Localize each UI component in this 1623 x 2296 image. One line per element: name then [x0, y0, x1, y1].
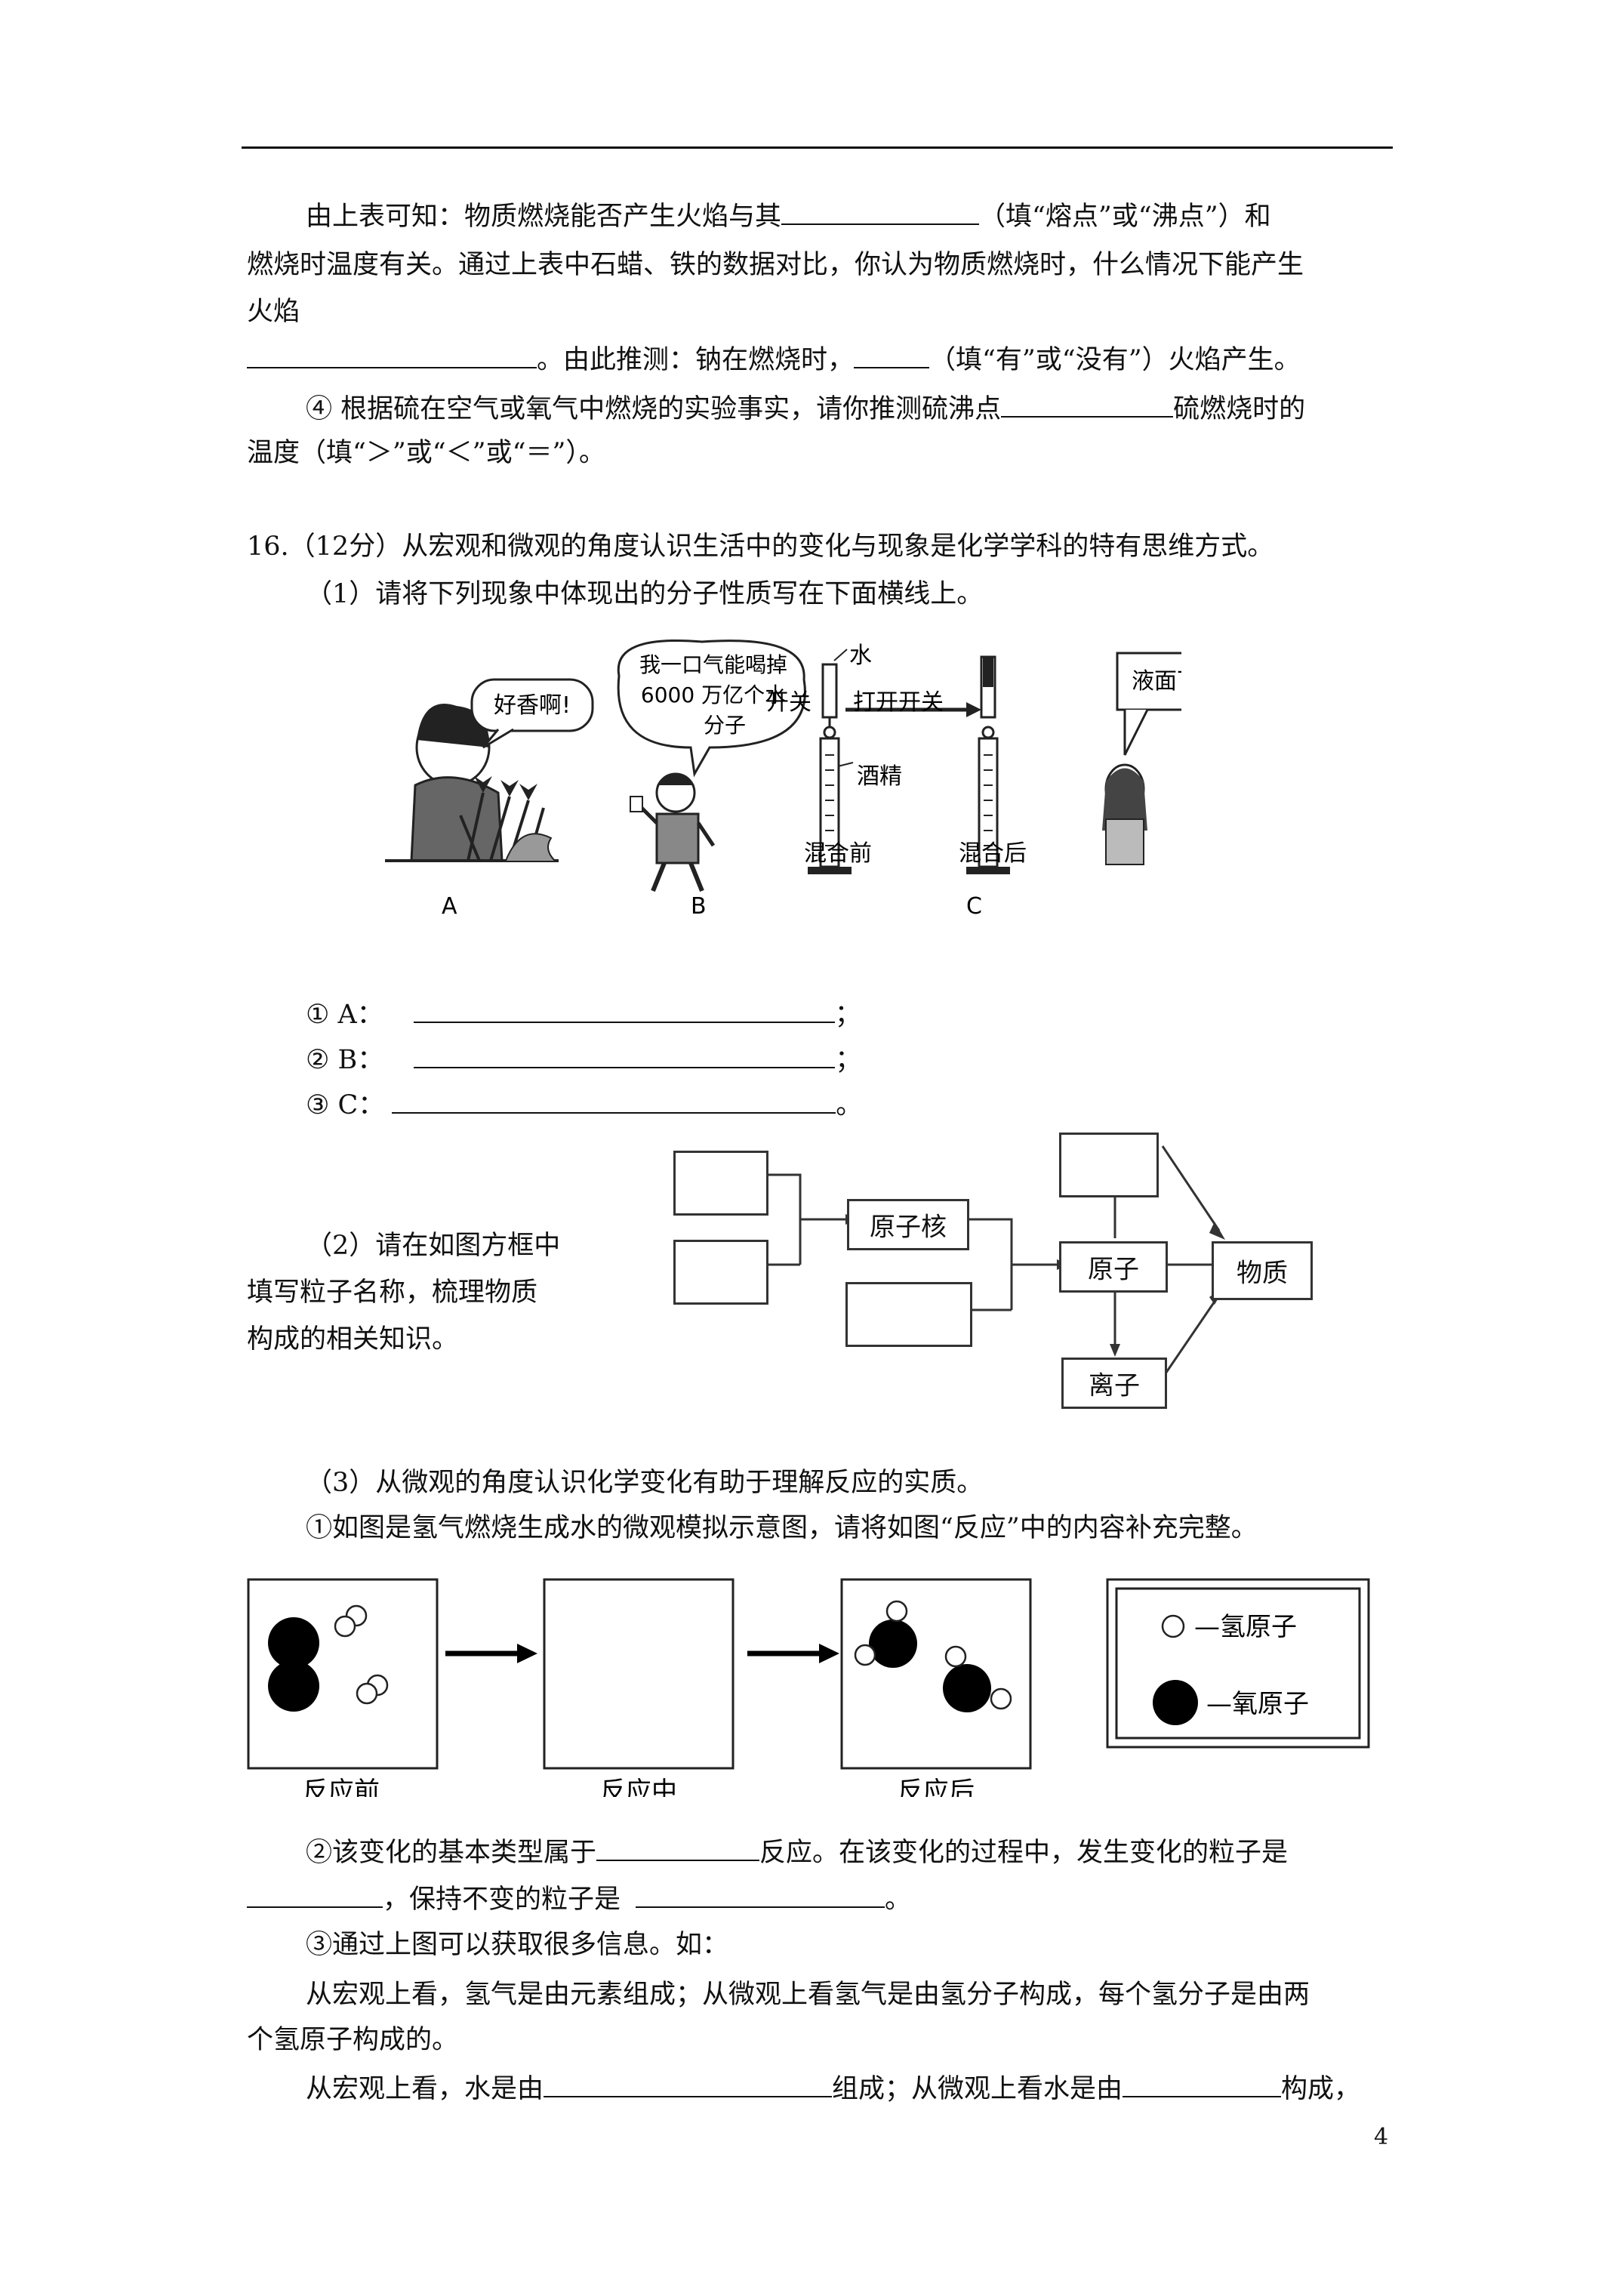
- box-matter: 物质: [1212, 1241, 1313, 1300]
- macro3a: 从宏观上看，水是由: [306, 2074, 544, 2104]
- label-after-mixing: 混合后: [959, 840, 1027, 867]
- q16-heading: 16.（12分）从宏观和微观的角度认识生活中的变化与现象是化学学科的特有思维方式…: [247, 532, 1274, 562]
- header-rule: [242, 146, 1393, 149]
- hydrogen-legend-icon: [1161, 1614, 1185, 1638]
- reaction-diagram: —氢原子 —氧原子 反应前 反应中 反应后: [247, 1578, 1370, 1797]
- blank-sulfur-compare[interactable]: [1001, 393, 1174, 418]
- box-during-reaction: [543, 1578, 735, 1770]
- macro3b: 组成；从微观上看水是由: [832, 2074, 1123, 2104]
- part2-line3: 构成的相关知识。: [247, 1324, 459, 1354]
- blank-b-field[interactable]: [414, 1044, 836, 1068]
- macro-line2: 个氢原子构成的。: [247, 2025, 459, 2055]
- nucleus-label: 原子核: [870, 1212, 947, 1243]
- part3-2-line2: ，保持不变的粒子是 。: [247, 1883, 911, 1917]
- oxygen-legend-icon: [1153, 1680, 1198, 1725]
- part3-2a: ②该变化的基本类型属于: [306, 1838, 597, 1868]
- girl-smelling-flowers-illustration: [385, 704, 559, 862]
- p15-line5a: ④ 根据硫在空气或氧气中燃烧的实验事实，请你推测硫沸点: [306, 394, 1002, 424]
- fig-letter-a: A: [442, 893, 457, 920]
- bubble-c-text: 液面下降!: [1132, 668, 1181, 695]
- legend-hydrogen: —氢原子: [1194, 1612, 1297, 1642]
- label-switch: 开关: [766, 689, 812, 716]
- part3-1-text: ①如图是氢气燃烧生成水的微观模拟示意图，请将如图“反应”中的内容补充完整。: [306, 1513, 1258, 1543]
- p15-line2: 燃烧时温度有关。通过上表中石蜡、铁的数据对比，你认为物质燃烧时，什么情况下能产生: [247, 250, 1304, 280]
- ion-label: 离子: [1089, 1370, 1140, 1401]
- blank-a-field[interactable]: [413, 999, 835, 1023]
- blank-c-field[interactable]: [392, 1089, 836, 1114]
- blank-box-nucleus-part-1[interactable]: [673, 1151, 768, 1216]
- blank-b-label: ② B：: [306, 1045, 384, 1075]
- macro3c: 构成，: [1281, 2074, 1361, 2104]
- speech-bubble-b: 我一口气能喝掉 6000 万亿个水 分子: [617, 639, 806, 778]
- blank-b-end: ；: [835, 1045, 862, 1075]
- p15-line1b: （填“熔点”或“沸点”）和: [979, 202, 1271, 232]
- label-before-reaction: 反应前: [303, 1777, 380, 1797]
- molecule-properties-figure: 好香啊! 我一口气能喝掉 6000 万亿个水 分子 水 开关 打开开关: [385, 639, 1181, 920]
- blank-water-particles[interactable]: [1123, 2073, 1282, 2097]
- blank-box-nucleus-part-2[interactable]: [673, 1240, 768, 1305]
- p15-line6: 温度（填“＞”或“＜”或“＝”）。: [247, 438, 605, 468]
- macro-line1: 从宏观上看，氢气是由元素组成；从微观上看氢气是由氢分子构成，每个氢分子是由两: [306, 1980, 1310, 2010]
- blank-melting-boiling[interactable]: [781, 201, 980, 225]
- girl-observing-illustration: [1102, 763, 1147, 865]
- macro-line3: 从宏观上看，水是由 组成；从微观上看水是由 构成，: [306, 2073, 1360, 2106]
- label-during-reaction: 反应中: [600, 1777, 677, 1797]
- part3-2d: 。: [885, 1885, 912, 1915]
- matter-label: 物质: [1236, 1258, 1288, 1289]
- legend-oxygen: —氧原子: [1206, 1689, 1309, 1719]
- part2-line1: （2）请在如图方框中: [306, 1231, 561, 1261]
- p15-line4: 。由此推测：钠在燃烧时， （填“有”或“没有”）火焰产生。: [247, 344, 1301, 378]
- bubble-a-text: 好香啊!: [494, 692, 571, 719]
- blank-water-elements[interactable]: [544, 2073, 833, 2097]
- blank-box-electron[interactable]: [845, 1282, 972, 1347]
- p15-line5b: 硫燃烧时的: [1173, 394, 1306, 424]
- box-nucleus: 原子核: [847, 1199, 969, 1250]
- p15-line1a: 由上表可知：物质燃烧能否产生火焰与其: [306, 202, 782, 232]
- box-after-reaction: [840, 1578, 1032, 1770]
- blank-sodium-flame[interactable]: [854, 344, 930, 368]
- part2-line2: 填写粒子名称，梳理物质: [247, 1277, 538, 1308]
- blank-reaction-type[interactable]: [596, 1837, 760, 1861]
- blank-unchanged-particle[interactable]: [636, 1884, 885, 1908]
- part3-3-text: ③通过上图可以获取很多信息。如：: [306, 1930, 729, 1960]
- p15-line1: 由上表可知：物质燃烧能否产生火焰与其 （填“熔点”或“沸点”）和: [306, 200, 1271, 234]
- blank-changed-particle[interactable]: [247, 1884, 383, 1908]
- blank-c-label: ③ C：: [306, 1090, 385, 1120]
- blank-box-molecule[interactable]: [1059, 1133, 1159, 1197]
- p15-line3: 火焰: [247, 297, 300, 327]
- label-after-reaction: 反应后: [898, 1777, 975, 1797]
- part3-2b: 反应。在该变化的过程中，发生变化的粒子是: [759, 1838, 1289, 1868]
- bubble-b-line3: 分子: [704, 713, 746, 738]
- fig-letter-b: B: [691, 893, 707, 920]
- blank-flame-condition[interactable]: [247, 344, 537, 368]
- p15-line5: ④ 根据硫在空气或氧气中燃烧的实验事实，请你推测硫沸点 硫燃烧时的: [306, 393, 1305, 427]
- mixing-apparatus-illustration: 水 开关 打开开关 酒精 混合前 混合后: [766, 643, 1027, 874]
- part3-intro: （3）从微观的角度认识化学变化有助于理解反应的实质。: [306, 1468, 984, 1498]
- blank-a-end: ；: [834, 1000, 861, 1030]
- p15-line4b: （填“有”或“没有”）火焰产生。: [929, 345, 1301, 375]
- part3-2-line1: ②该变化的基本类型属于 反应。在该变化的过程中，发生变化的粒子是: [306, 1836, 1288, 1870]
- bubble-b-line2: 6000 万亿个水: [641, 683, 786, 707]
- box-atom: 原子: [1059, 1241, 1168, 1293]
- label-before-mixing: 混合前: [804, 840, 872, 867]
- bubble-b-line1: 我一口气能喝掉: [639, 652, 787, 677]
- blank-line-a: ① A： ；: [306, 998, 861, 1032]
- blank-c-end: 。: [836, 1090, 863, 1120]
- boy-drinking-illustration: [630, 772, 716, 892]
- label-water: 水: [849, 643, 872, 669]
- label-open-switch: 打开开关: [853, 689, 944, 716]
- blank-line-c: ③ C： 。: [306, 1089, 862, 1123]
- box-ion: 离子: [1061, 1358, 1167, 1409]
- atom-label: 原子: [1088, 1254, 1139, 1285]
- page-number: 4: [1374, 2124, 1389, 2150]
- p15-line4a: 。由此推测：钠在燃烧时，: [537, 345, 855, 375]
- part3-2c: ，保持不变的粒子是: [383, 1885, 621, 1915]
- speech-bubble-c: 液面下降!: [1116, 652, 1181, 756]
- blank-a-label: ① A：: [306, 1000, 383, 1030]
- label-alcohol: 酒精: [857, 763, 902, 790]
- fig-letter-c: C: [966, 893, 982, 920]
- blank-line-b: ② B： ；: [306, 1043, 861, 1077]
- q16-part1: （1）请将下列现象中体现出的分子性质写在下面横线上。: [306, 579, 984, 609]
- speech-bubble-a: 好香啊!: [470, 678, 594, 749]
